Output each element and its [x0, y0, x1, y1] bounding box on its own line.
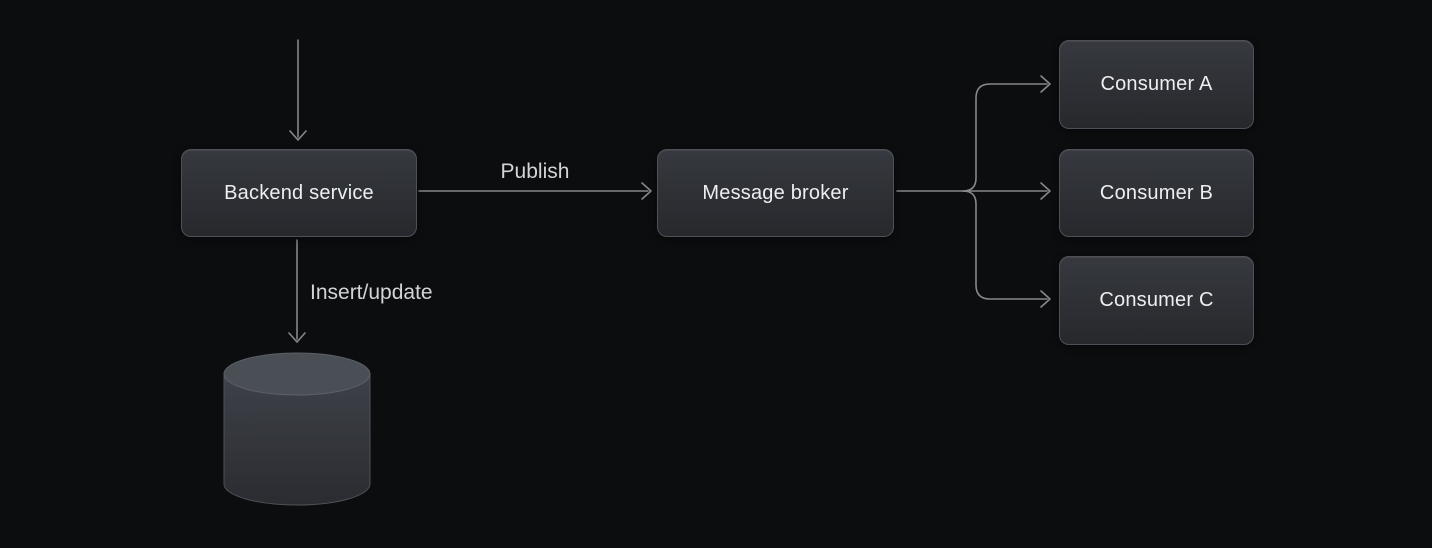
arrowhead-down-icon	[289, 130, 307, 141]
edge-publish-arrow	[418, 182, 652, 200]
node-consumer-a: Consumer A	[1059, 40, 1254, 129]
node-message-broker: Message broker	[657, 149, 894, 237]
arrowhead-right-icon	[1040, 182, 1051, 200]
node-consumer-c: Consumer C	[1059, 256, 1254, 345]
node-label: Consumer A	[1100, 73, 1213, 95]
arrowhead-right-icon	[641, 182, 652, 200]
arrowhead-right-icon	[1040, 75, 1051, 93]
edge-fanout-arrows	[896, 75, 1051, 308]
arrowhead-right-icon	[1040, 290, 1051, 308]
node-label: Consumer C	[1099, 289, 1214, 311]
edge-inbound-arrow	[289, 39, 307, 141]
database-icon	[223, 352, 371, 506]
node-backend-service: Backend service	[181, 149, 417, 237]
node-label: Backend service	[224, 181, 374, 204]
edge-label-insert-update: Insert/update	[310, 281, 433, 304]
node-label: Message broker	[702, 181, 849, 204]
node-label: Consumer B	[1099, 181, 1214, 204]
node-consumer-b: Consumer B	[1059, 149, 1254, 237]
arrowhead-down-icon	[288, 332, 306, 343]
edge-label-publish: Publish	[500, 160, 570, 183]
edge-insert-update-arrow	[288, 239, 306, 343]
